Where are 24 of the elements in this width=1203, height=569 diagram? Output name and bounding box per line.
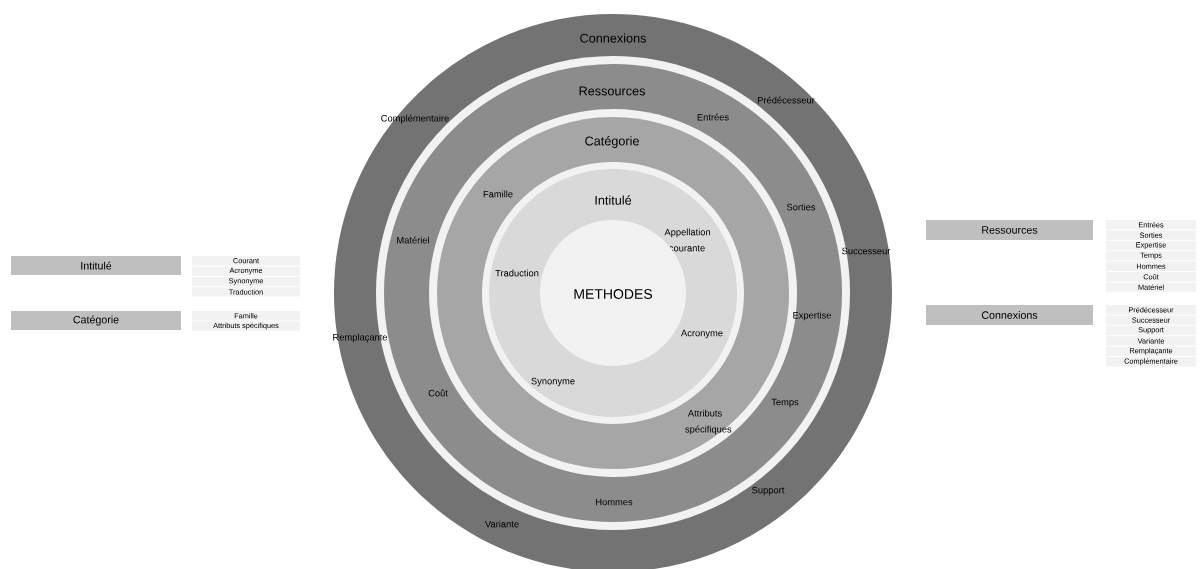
- ring-item: Prédécesseur: [758, 96, 815, 104]
- category-box: Intitulé: [11, 256, 181, 275]
- ring-item: Temps: [771, 398, 799, 408]
- ring-item: Famille: [483, 190, 513, 198]
- ring-title: Catégorie: [585, 136, 639, 148]
- ring-item: Appellation courante: [664, 228, 711, 252]
- ring-title: Connexions: [580, 33, 646, 43]
- ring-item: Support: [752, 486, 785, 496]
- category-box: Catégorie: [11, 311, 181, 330]
- ring-item: Variante: [485, 520, 519, 528]
- ring-item: Traduction: [495, 269, 539, 277]
- ring-title: METHODES: [574, 289, 653, 299]
- ring-item: Attributs spécifiques: [685, 409, 732, 435]
- ring-title: Intitulé: [595, 195, 632, 205]
- category-box: Ressources: [926, 220, 1093, 240]
- ring-item: Coût: [428, 389, 448, 397]
- ring-title: Ressources: [579, 86, 645, 96]
- category-box: Connexions: [926, 305, 1093, 325]
- ring-item: Sorties: [786, 203, 816, 211]
- ring-item: Acronyme: [681, 329, 723, 339]
- ring-item: Synonyme: [531, 377, 575, 387]
- ring-item: Entrées: [697, 113, 729, 121]
- ring-item: Hommes: [596, 498, 633, 506]
- ring-item: Matériel: [397, 236, 429, 244]
